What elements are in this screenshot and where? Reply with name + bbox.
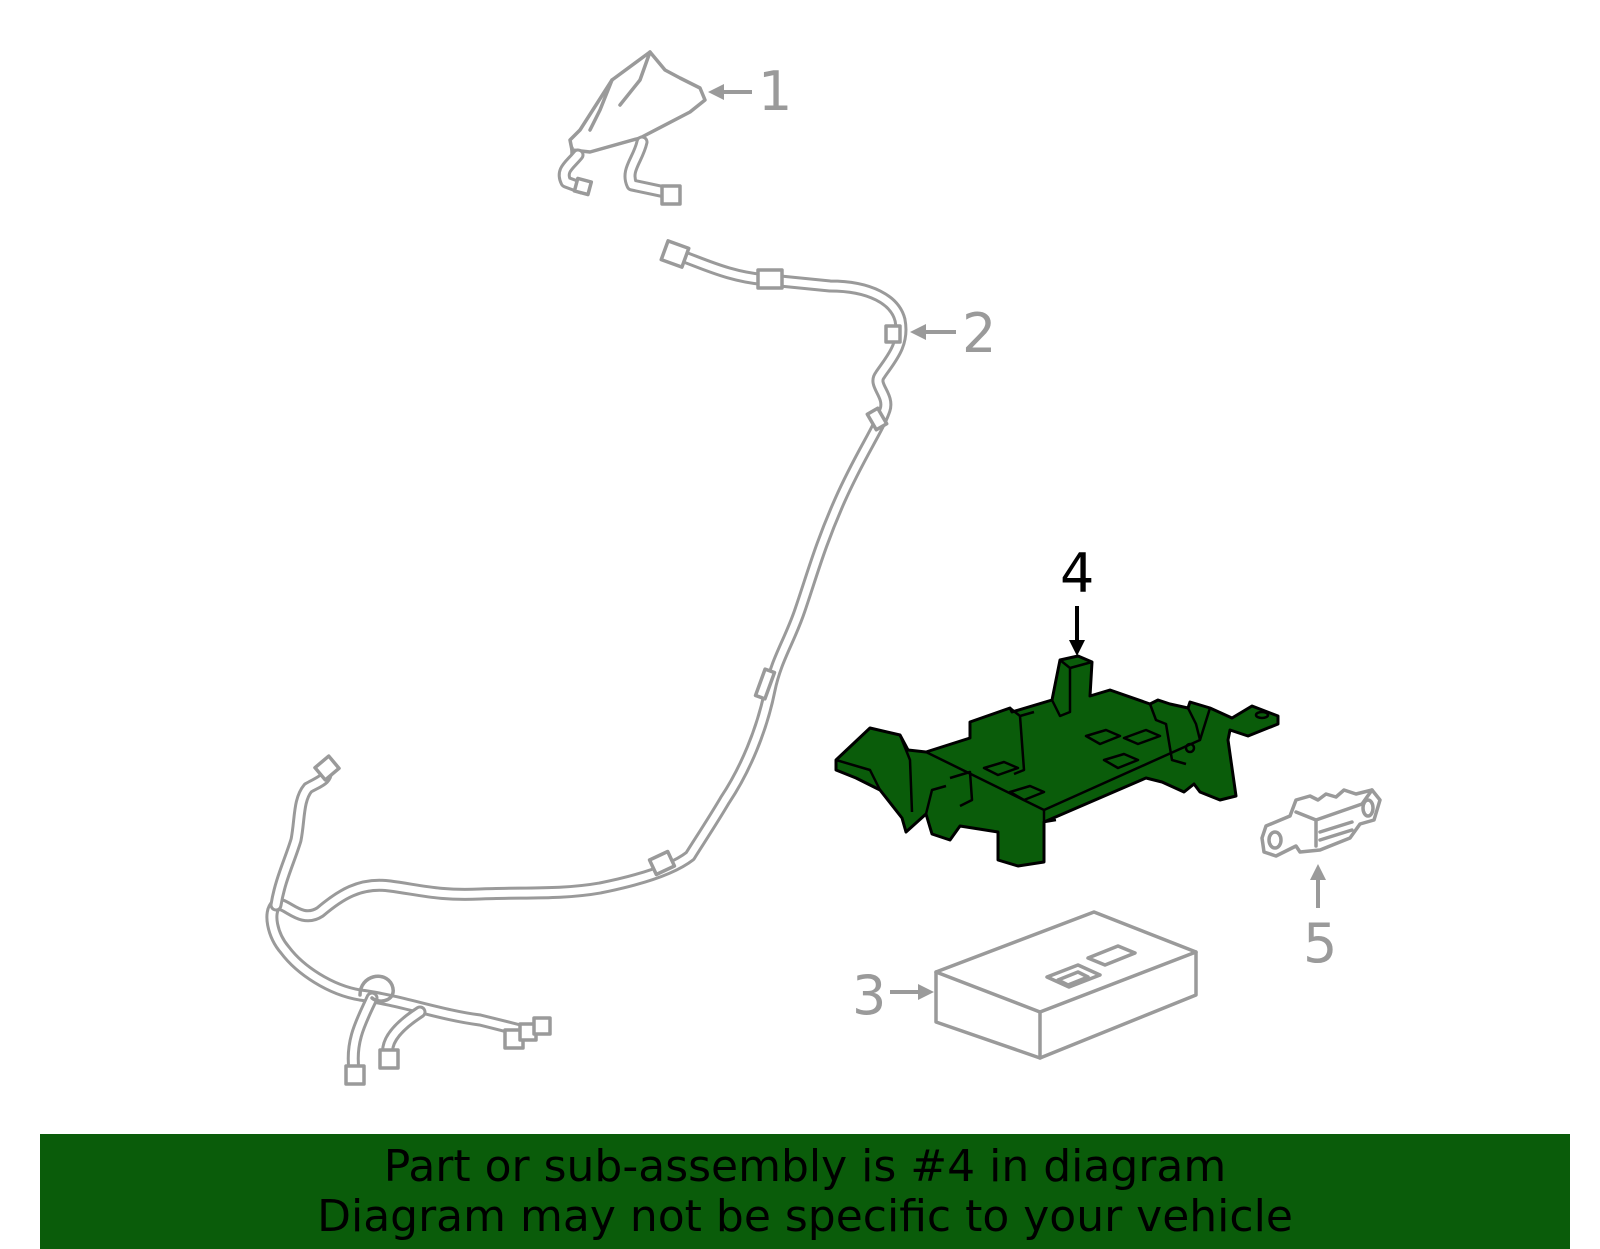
banner-disclaimer-line: Diagram may not be specific to your vehi… <box>317 1191 1293 1242</box>
disclaimer-banner: Part or sub-assembly is #4 in diagram Di… <box>40 1134 1570 1249</box>
banner-part-line: Part or sub-assembly is #4 in diagram <box>383 1141 1227 1192</box>
callout-3-label: 3 <box>852 964 886 1027</box>
part-5-sensor <box>1260 788 1382 858</box>
callout-arrows <box>708 84 1326 1000</box>
part-2-harness <box>265 239 908 1086</box>
callout-1-label: 1 <box>758 60 792 123</box>
part-4-bracket <box>834 654 1280 868</box>
part-1-antenna <box>557 50 707 206</box>
callout-4-label: 4 <box>1060 542 1094 605</box>
part-3-module <box>934 910 1198 1060</box>
callout-2-label: 2 <box>962 302 996 365</box>
callout-5-label: 5 <box>1303 912 1337 975</box>
